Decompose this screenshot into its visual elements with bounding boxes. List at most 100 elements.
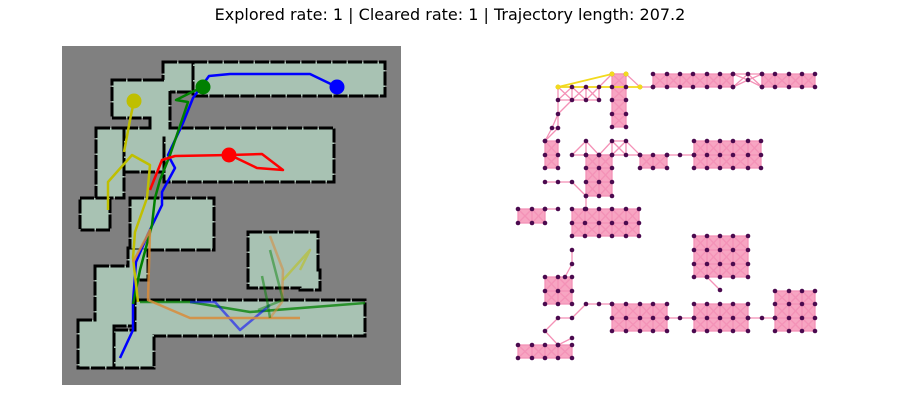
graph-node: [704, 247, 710, 253]
graph-edge: [564, 263, 573, 278]
graph-node: [664, 152, 670, 158]
graph-edge: [706, 235, 721, 251]
graph-edge: [732, 79, 749, 88]
graph-node: [650, 328, 656, 334]
graph-node: [717, 233, 723, 239]
graph-edge: [719, 263, 734, 278]
graph-edge: [517, 344, 533, 359]
graph-node: [609, 111, 615, 117]
graph-node: [730, 84, 736, 90]
graph-node: [704, 84, 710, 90]
graph-node: [623, 152, 629, 158]
graph-node: [542, 138, 548, 144]
graph-node: [786, 288, 792, 294]
graph-node: [772, 71, 778, 77]
graph-edge: [557, 99, 573, 115]
graph-edge: [531, 208, 546, 224]
graph-node: [745, 315, 751, 321]
graph-node: [569, 342, 575, 348]
graph-node: [786, 71, 792, 77]
graph-node: [812, 288, 818, 294]
graph-edge: [732, 235, 749, 251]
agent-marker: [329, 79, 345, 95]
graph-edge: [551, 113, 559, 129]
graph-edge: [571, 222, 586, 237]
graph-node: [730, 233, 736, 239]
graph-node: [609, 97, 615, 103]
graph-node: [555, 206, 561, 212]
graph-node: [690, 71, 696, 77]
graph-edge: [557, 290, 573, 305]
graph-node: [650, 315, 656, 321]
graph-node: [717, 247, 723, 253]
graph-node: [596, 220, 602, 226]
graph-edge: [801, 303, 816, 319]
graph-node: [583, 138, 589, 144]
graph-node: [759, 84, 765, 90]
graph-edge: [666, 73, 681, 88]
graph-node: [542, 328, 548, 334]
graph-edge: [747, 140, 762, 156]
graph-edge: [679, 73, 694, 88]
graph-node: [623, 220, 629, 226]
graph-edge: [801, 317, 816, 332]
agent-marker: [126, 93, 142, 109]
graph-node: [569, 301, 575, 307]
graph-edge: [747, 73, 763, 88]
graph-node: [650, 71, 656, 77]
graph-edge: [719, 249, 734, 265]
graph-node: [758, 138, 764, 144]
graph-node: [759, 315, 765, 321]
graph-node: [650, 165, 656, 171]
graph-node: [704, 261, 710, 267]
graph-node: [745, 165, 751, 171]
graph-node: [664, 315, 670, 321]
graph-node: [569, 179, 575, 185]
graph-edge: [531, 344, 546, 359]
graph-node: [730, 328, 736, 334]
graph-node: [772, 288, 778, 294]
graph-node: [569, 315, 575, 321]
graph-edge: [611, 140, 627, 156]
graph-node: [730, 165, 736, 171]
graph-node: [677, 315, 683, 321]
graph-node: [529, 355, 535, 361]
graph-node: [772, 328, 778, 334]
graph-edge: [732, 73, 749, 81]
graph-node: [691, 261, 697, 267]
graph-node: [515, 206, 521, 212]
graph-node: [596, 165, 602, 171]
graph-edge: [774, 303, 790, 319]
graph-edge: [706, 263, 721, 278]
graph-edge: [732, 303, 749, 319]
graph-node: [691, 274, 697, 280]
graph-node: [583, 97, 589, 103]
graph-node: [609, 165, 615, 171]
graph-node: [555, 165, 561, 171]
graph-edge: [747, 73, 763, 81]
graph-node: [583, 84, 589, 90]
graph-node: [569, 97, 575, 103]
graph-node: [623, 97, 629, 103]
graph-node: [569, 288, 575, 294]
graph-node: [609, 328, 615, 334]
graph-node: [569, 152, 575, 158]
graph-node: [772, 84, 778, 90]
graph-node: [542, 274, 548, 280]
agent-trajectory: [282, 248, 312, 281]
agent-marker: [221, 147, 237, 163]
graph-node: [650, 301, 656, 307]
graph-edge: [544, 276, 559, 292]
graph-edge: [544, 344, 559, 359]
graph-node: [609, 233, 615, 239]
graph-node: [529, 206, 535, 212]
graph-node: [717, 71, 723, 77]
graph-node: [583, 193, 589, 199]
graph-node: [704, 274, 710, 280]
graph-node: [717, 152, 723, 158]
graph-node: [623, 301, 629, 307]
graph-edge: [585, 86, 600, 101]
graph-node: [786, 301, 792, 307]
graph-edge: [571, 140, 587, 156]
graph-edge: [585, 167, 600, 183]
